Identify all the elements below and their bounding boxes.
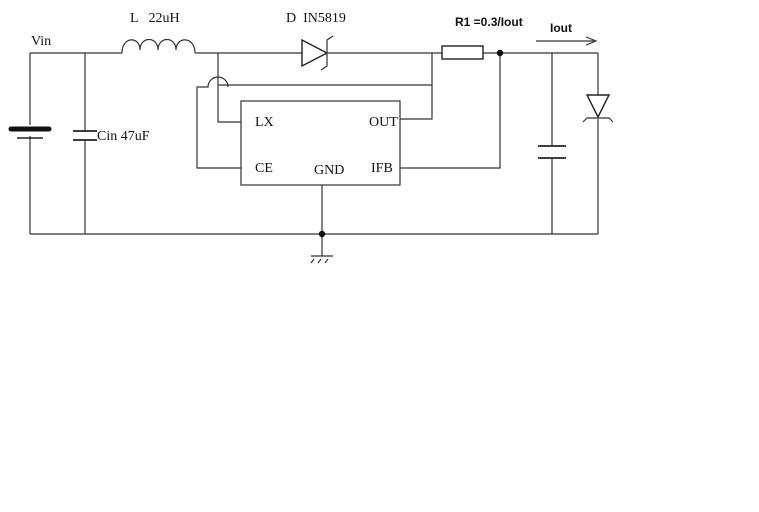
resistor-label: R1 =0.3/Iout bbox=[455, 15, 523, 29]
ic-pin-out: OUT bbox=[369, 115, 398, 130]
ic-pin-ce: CE bbox=[255, 161, 273, 176]
wires bbox=[29, 36, 599, 264]
battery-symbol bbox=[8, 126, 52, 139]
output-capacitor-symbol bbox=[538, 145, 566, 159]
led-symbol bbox=[582, 94, 614, 123]
resistor-symbol bbox=[441, 45, 484, 60]
cin-label: Cin 47uF bbox=[97, 129, 150, 144]
inductor-symbol bbox=[121, 38, 196, 54]
diode-label: D IN5819 bbox=[286, 11, 346, 26]
junction-dot-ifb bbox=[496, 49, 504, 57]
junction-dot-gnd bbox=[318, 230, 326, 238]
ic-body bbox=[240, 100, 401, 186]
ic-pin-ifb: IFB bbox=[371, 161, 393, 176]
iout-label: Iout bbox=[550, 21, 572, 35]
input-capacitor-symbol bbox=[73, 130, 97, 141]
inductor-label: L 22uH bbox=[130, 11, 180, 26]
ic-pin-gnd: GND bbox=[314, 163, 344, 178]
diode-symbol bbox=[301, 35, 334, 71]
ic-pin-lx: LX bbox=[255, 115, 274, 130]
vin-label: Vin bbox=[31, 34, 51, 49]
